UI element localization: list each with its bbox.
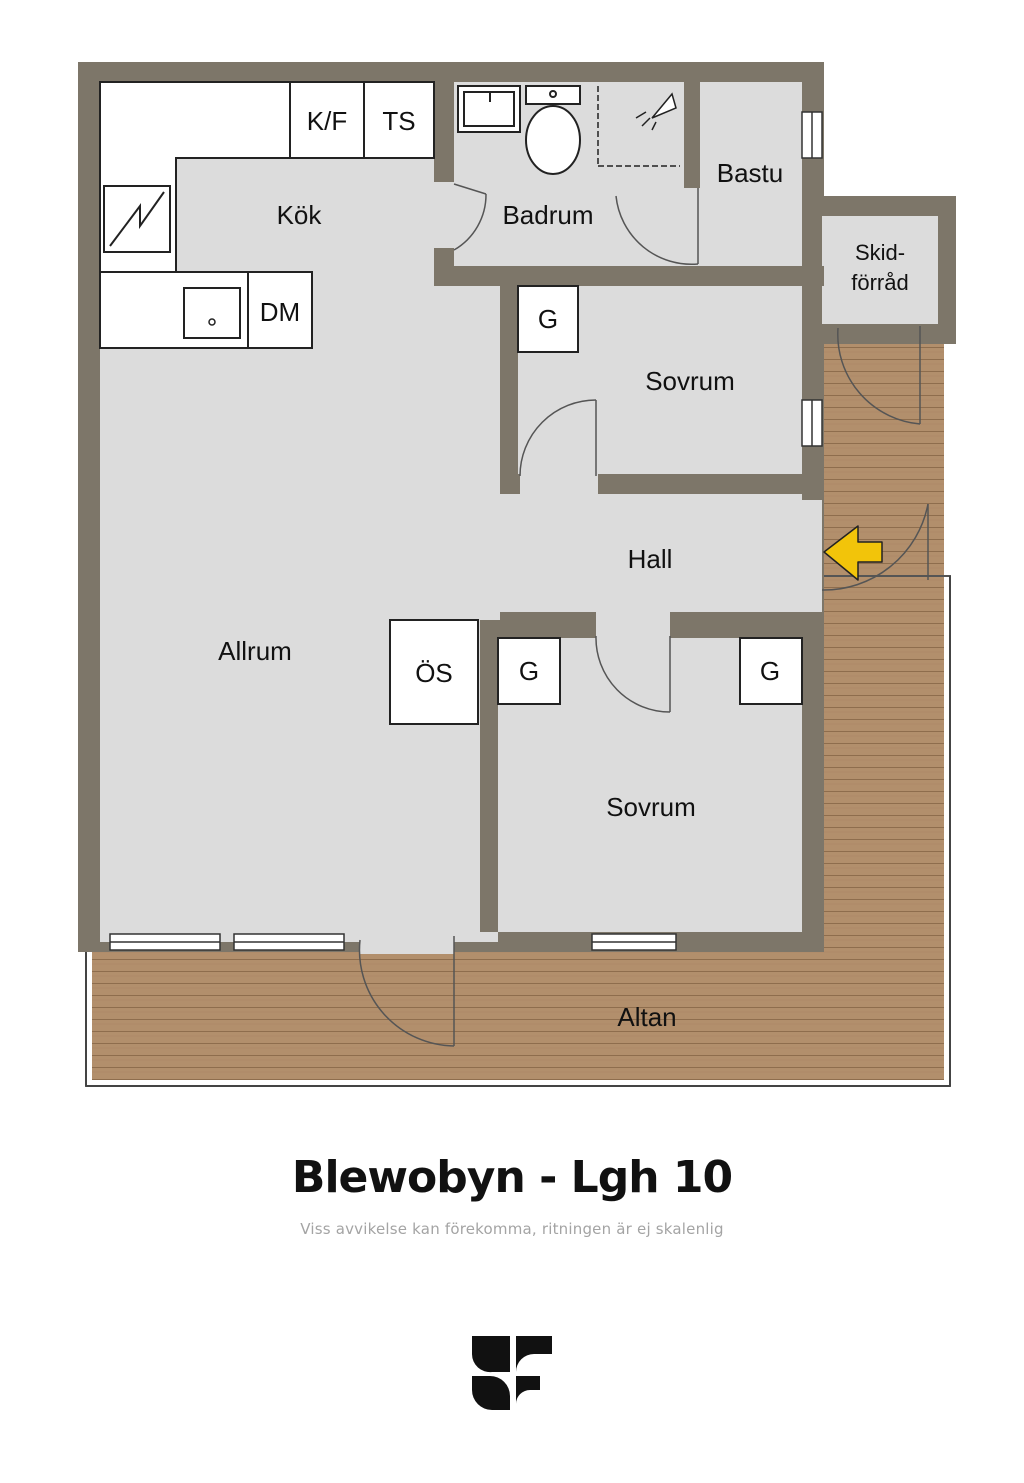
wardrobe-top: [517, 285, 579, 353]
room-label-skidforrad-2: förråd: [851, 270, 908, 295]
fixture-label-kf: K/F: [307, 106, 347, 136]
room-label-skidforrad-1: Skid-: [855, 240, 905, 265]
fixture-label-g-top: G: [538, 304, 558, 334]
room-label-allrum: Allrum: [218, 636, 292, 666]
fixture-label-g-left: G: [519, 656, 539, 686]
sf-logo-icon: [471, 1336, 552, 1410]
plan-title: Blewobyn - Lgh 10: [291, 1152, 733, 1203]
ts-cabinet: [363, 81, 435, 159]
entrance-deck: [822, 340, 944, 952]
floor-plan: Kök Badrum Bastu Skid- förråd Sovrum Hal…: [78, 62, 956, 1087]
fixture-label-ts: TS: [382, 106, 415, 136]
wardrobe-right: [739, 637, 803, 705]
room-label-bastu: Bastu: [717, 158, 784, 188]
room-label-kok: Kök: [277, 200, 323, 230]
stove-icon: [103, 185, 171, 253]
entrance-arrow-icon: [823, 525, 883, 581]
fixture-label-os: ÖS: [415, 658, 453, 688]
doors: [358, 183, 929, 1047]
sink-icon: [183, 287, 241, 339]
shower-icon: [597, 86, 680, 167]
wardrobe-left: [497, 637, 561, 705]
room-label-hall: Hall: [628, 544, 673, 574]
os-cabinet: [389, 619, 479, 725]
room-label-sovrum-bottom: Sovrum: [606, 792, 696, 822]
fixture-label-dm: DM: [260, 297, 300, 327]
dm-cabinet: [247, 271, 313, 349]
windows: [109, 111, 823, 951]
washbasin-icon: [457, 85, 521, 133]
fixture-label-g-right: G: [760, 656, 780, 686]
scale-disclaimer: Viss avvikelse kan förekomma, ritningen …: [300, 1220, 724, 1238]
toilet-icon: [525, 85, 581, 175]
room-label-altan: Altan: [617, 1002, 676, 1032]
room-label-badrum: Badrum: [502, 200, 593, 230]
kf-cabinet: [289, 81, 365, 159]
room-label-sovrum-top: Sovrum: [645, 366, 735, 396]
altan-deck: [92, 952, 944, 1080]
